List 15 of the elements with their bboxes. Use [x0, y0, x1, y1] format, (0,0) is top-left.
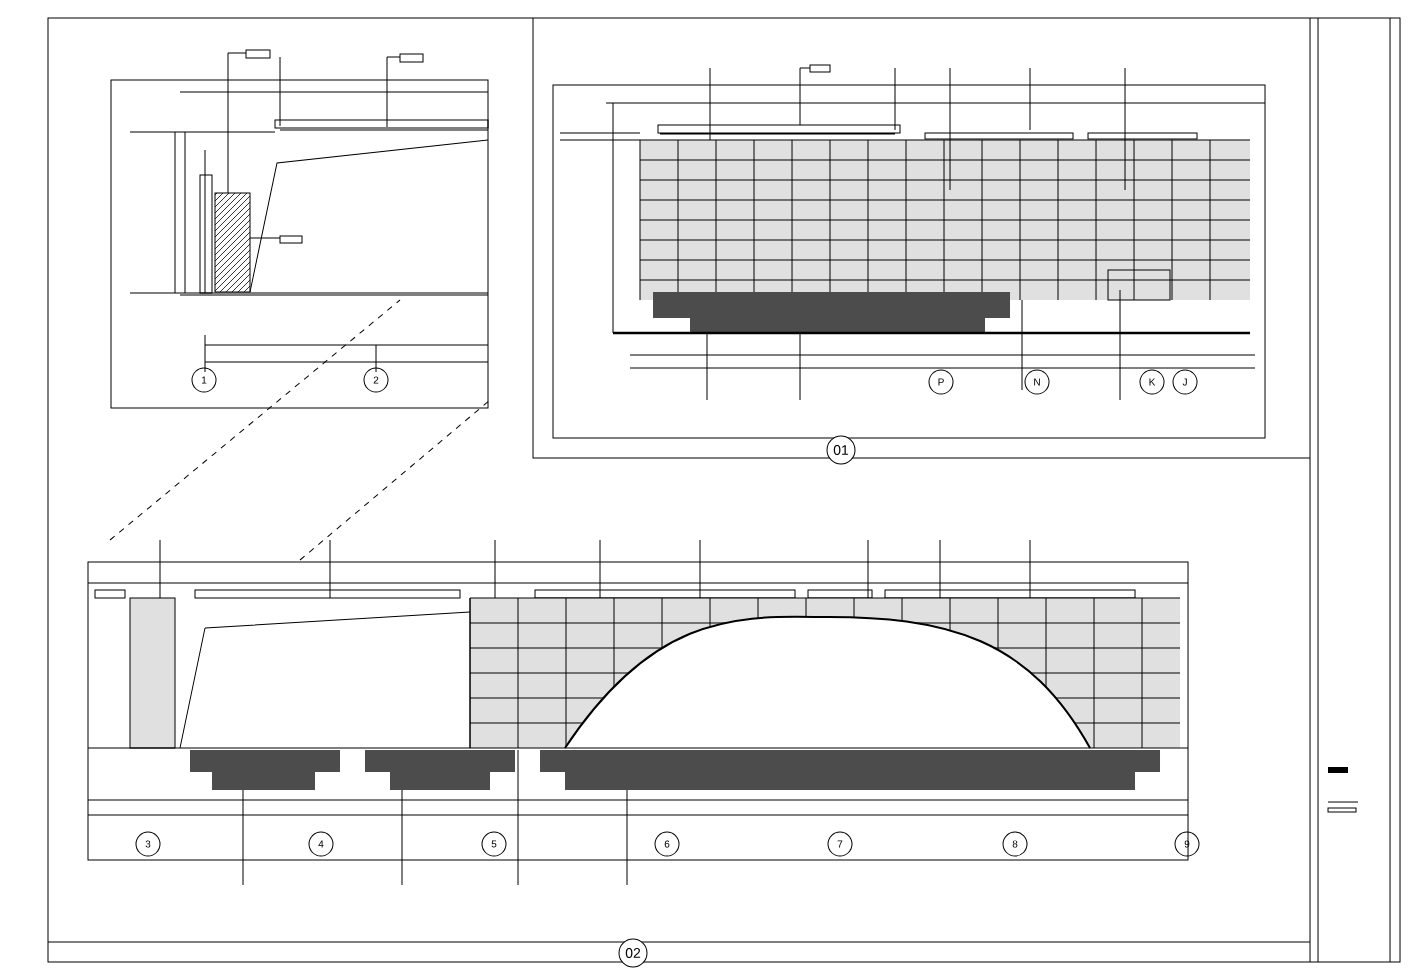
drawing-number: 01 — [826, 435, 856, 465]
grid-bubble: J — [1172, 369, 1198, 395]
drawing-number: 02 — [618, 938, 648, 968]
grid-bubble: 3 — [135, 831, 161, 857]
grid-bubble: 7 — [827, 831, 853, 857]
grid-bubble: 2 — [363, 367, 389, 393]
grid-bubble: 9 — [1174, 831, 1200, 857]
grid-bubble: 8 — [1002, 831, 1028, 857]
grid-bubble: 1 — [191, 367, 217, 393]
grid-bubble: K — [1139, 369, 1165, 395]
grid-bubble: 6 — [654, 831, 680, 857]
grid-bubble: P — [928, 369, 954, 395]
grid-bubble: N — [1024, 369, 1050, 395]
grid-bubble: 4 — [308, 831, 334, 857]
grid-bubble: 5 — [481, 831, 507, 857]
